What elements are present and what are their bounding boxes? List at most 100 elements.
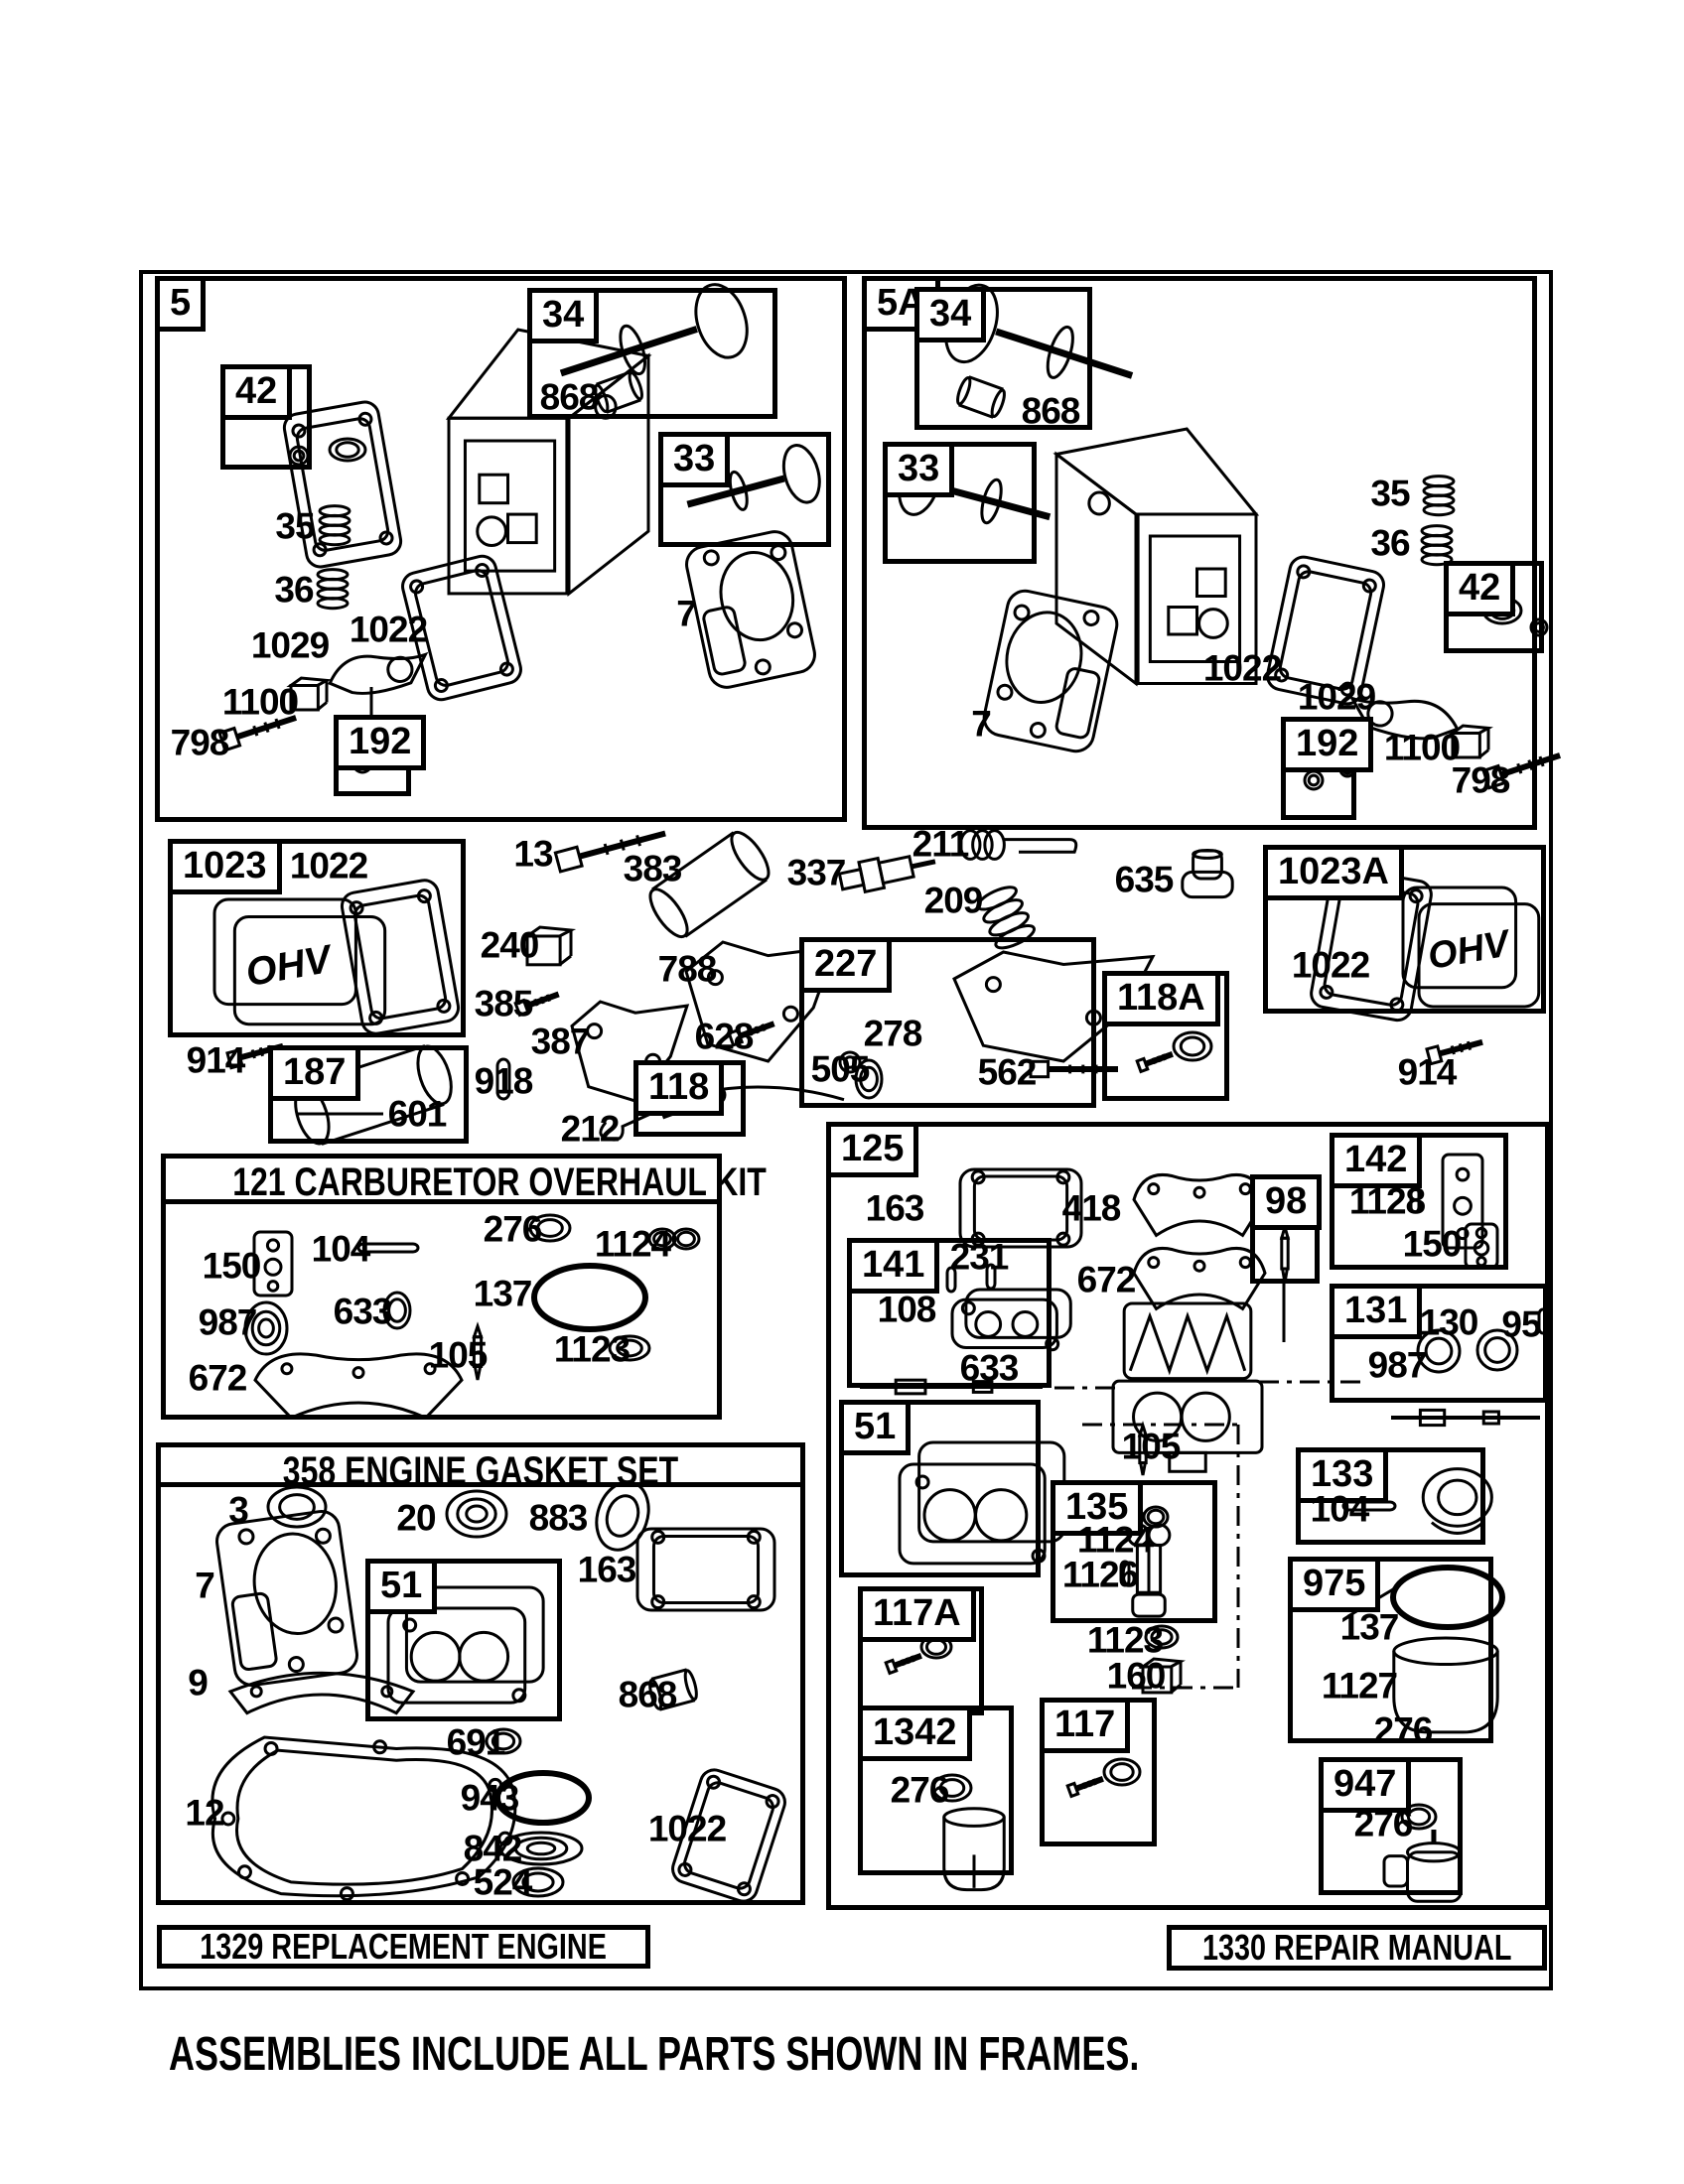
illustration-ring — [1172, 1030, 1213, 1062]
part-label: 914 — [186, 1039, 246, 1081]
assembly-box-187: 187 — [268, 1045, 469, 1144]
illustration-headgasket — [215, 1509, 358, 1688]
illustration-tube — [648, 1668, 698, 1711]
illustration-clip — [1138, 1657, 1186, 1695]
assembly-box-label: 117A — [858, 1586, 976, 1642]
part-label: 163 — [577, 1549, 637, 1590]
part-label: 1022 — [349, 609, 428, 650]
part-label: 137 — [1339, 1606, 1400, 1648]
part-label: 1029 — [1297, 676, 1376, 718]
illustration-rocker — [328, 651, 429, 695]
illustration-clip — [1448, 724, 1493, 759]
part-label: 562 — [977, 1051, 1038, 1093]
assembly-box-label: 141 — [847, 1238, 940, 1294]
part-label: 418 — [1061, 1187, 1122, 1229]
part-label: 104 — [311, 1228, 371, 1270]
assembly-box-34: 34 — [914, 287, 1092, 430]
assembly-box-51: 51 — [365, 1559, 562, 1721]
illustration-gasket4 — [282, 400, 403, 569]
illustration-ring — [671, 1227, 701, 1251]
illustration-tube — [956, 375, 1006, 419]
assembly-box-42: 42 — [220, 364, 312, 470]
illustration-ring — [1102, 1757, 1142, 1787]
illustration-ring — [1416, 1328, 1462, 1374]
part-label: 36 — [1370, 522, 1410, 564]
assembly-box-label: 187 — [268, 1045, 361, 1101]
assembly-box-34: 34 — [527, 288, 777, 419]
illustration-bolt — [727, 1021, 775, 1047]
assembly-box-975: 975 — [1288, 1557, 1493, 1743]
part-label: 1123 — [553, 1328, 631, 1370]
illustration-valve — [686, 444, 821, 511]
part-label: 35 — [275, 505, 315, 547]
illustration-ring — [266, 1485, 328, 1529]
part-label: 798 — [170, 722, 230, 763]
part-label: 163 — [865, 1187, 925, 1229]
part-label: 1022 — [289, 845, 368, 887]
illustration-jet — [1441, 1153, 1484, 1250]
illustration-gasket4 — [1266, 555, 1385, 706]
part-label: 1124 — [594, 1223, 671, 1265]
assembly-box-131: 131 — [1330, 1284, 1548, 1403]
assembly-box-117: 117 — [1040, 1698, 1157, 1846]
assembly-box-label: 133 — [1296, 1447, 1389, 1503]
part-label: 524 — [473, 1861, 533, 1903]
assembly-box-label: 975 — [1288, 1557, 1381, 1612]
part-label: 9 — [188, 1662, 209, 1704]
illustration-pin — [1119, 1560, 1131, 1587]
assembly-box-label: 34 — [914, 287, 987, 342]
assemblies-caption: ASSEMBLIES INCLUDE ALL PARTS SHOWN IN FR… — [169, 2028, 1140, 2081]
part-label: 35 — [1370, 473, 1410, 514]
assembly-box-label: 117 — [1040, 1698, 1131, 1753]
illustration-bolt — [1425, 1038, 1483, 1066]
part-label: 633 — [333, 1291, 393, 1332]
assembly-box-label: 33 — [658, 432, 731, 487]
part-label: 1029 — [250, 624, 330, 666]
illustration-seal — [445, 1489, 508, 1539]
part-label: 108 — [877, 1289, 937, 1330]
illustration-spring — [1420, 524, 1454, 567]
part-label: 1022 — [1202, 647, 1282, 689]
illustration-seal — [243, 1300, 289, 1356]
assembly-box-1023a: 1023A — [1263, 845, 1546, 1014]
illustration-wire — [599, 1085, 845, 1142]
part-label: 7 — [676, 593, 697, 634]
part-label: 276 — [1373, 1709, 1434, 1751]
part-label: 211 — [912, 823, 970, 865]
illustration-bolt — [553, 830, 666, 874]
assembly-box-label: 142 — [1330, 1133, 1423, 1188]
illustration-ringstack — [1421, 1467, 1493, 1535]
assembly-box-label: 125 — [826, 1122, 919, 1177]
part-label: 7 — [195, 1565, 215, 1606]
assembly-box-label: 118A — [1102, 971, 1220, 1026]
part-label: 13 — [513, 833, 553, 875]
illustration-tube — [648, 830, 771, 939]
assembly-box-33: 33 — [883, 442, 1037, 564]
part-label: 150 — [1402, 1223, 1463, 1265]
assembly-box-51: 51 — [839, 1400, 1041, 1577]
illustration-spring — [1422, 475, 1456, 517]
part-label: 1100 — [221, 681, 299, 723]
illustration-bowl — [1392, 1636, 1499, 1734]
illustration-spring — [976, 886, 1036, 950]
part-label: 635 — [1114, 859, 1175, 900]
assembly-box-label: 947 — [1319, 1757, 1412, 1813]
illustration-needle — [1279, 1221, 1291, 1284]
assembly-box-118: 118 — [633, 1060, 746, 1137]
part-label: 240 — [480, 924, 540, 966]
part-label: 914 — [1397, 1051, 1458, 1093]
part-label: 868 — [618, 1674, 678, 1715]
part-label: 276 — [1353, 1803, 1414, 1844]
illustration-shaft — [1391, 1408, 1540, 1428]
assembly-box-label: 51 — [365, 1559, 438, 1614]
part-label: 95 — [1501, 1303, 1541, 1345]
illustration-carbgasket — [950, 1288, 1072, 1352]
part-label: 868 — [1021, 390, 1081, 432]
illustration-bolt — [884, 1653, 922, 1676]
illustration-ring — [511, 1866, 565, 1898]
assembly-box-98: 98 — [1250, 1174, 1323, 1284]
part-label: 231 — [949, 1236, 1010, 1278]
part-label: 7 — [971, 703, 992, 745]
part-label: 12 — [185, 1792, 224, 1834]
part-label: 987 — [198, 1301, 258, 1343]
